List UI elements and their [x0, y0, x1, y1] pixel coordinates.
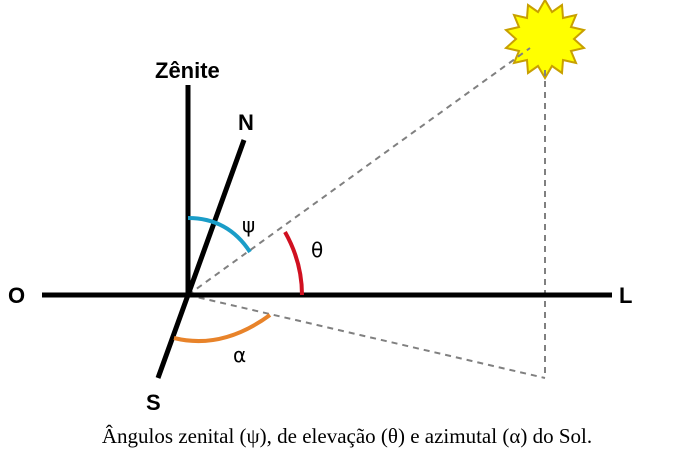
east-label: L: [619, 283, 632, 308]
sun-rays: [503, 0, 587, 80]
alpha-label: α: [233, 343, 246, 367]
sun-icon: [503, 0, 587, 80]
south-label: S: [146, 390, 161, 415]
azimuth-angle-arc: [173, 313, 272, 344]
elevation-angle-arc: [283, 231, 304, 296]
figure-caption: Ângulos zenital (ψ), de elevação (θ) e a…: [101, 424, 593, 448]
theta-label: θ: [311, 238, 323, 262]
zenith-angle-arc: [187, 216, 252, 254]
psi-label: ψ: [242, 213, 255, 237]
zenith-label: Zênite: [155, 58, 220, 83]
north-south-axis: [155, 139, 247, 379]
sun-ray-line: [187, 47, 531, 296]
north-label: N: [238, 110, 254, 135]
west-label: O: [8, 283, 25, 308]
dashed-projection-lines: [187, 47, 546, 379]
axes: [42, 85, 612, 379]
